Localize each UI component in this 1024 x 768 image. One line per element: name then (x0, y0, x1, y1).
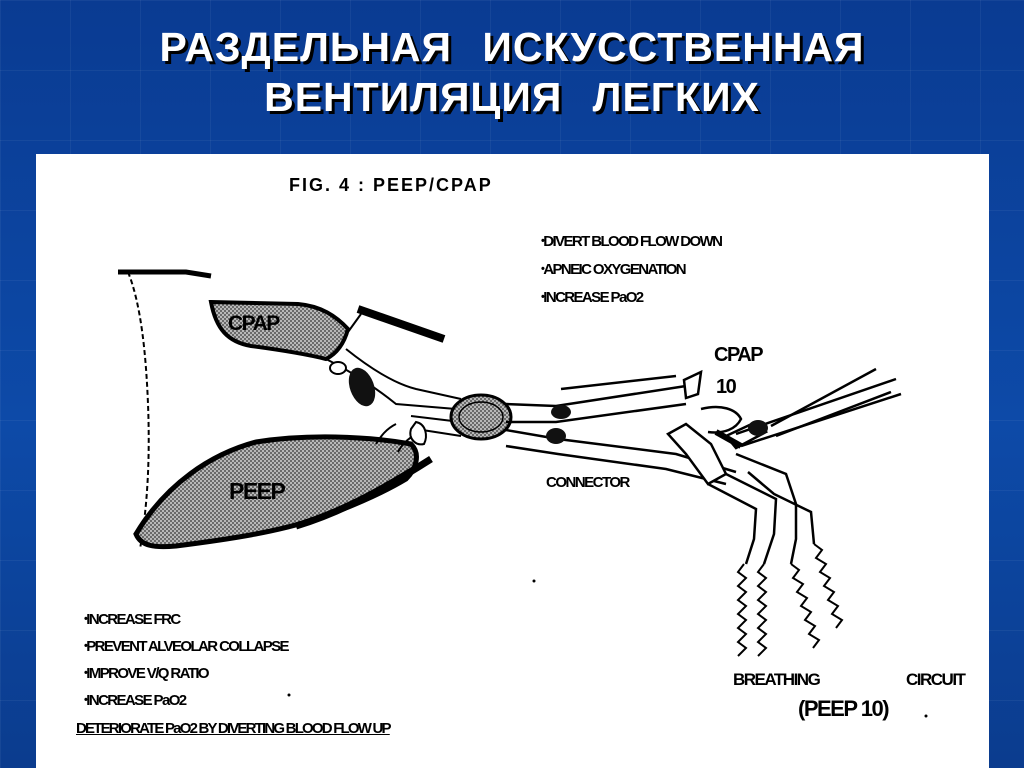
bronchial-cuff-upper (348, 367, 376, 407)
figure-panel: FIG. 4 : PEEP/CPAP DIVERT BLOOD FLOW DOW… (36, 154, 989, 768)
slide-title: РАЗДЕЛЬНАЯ ИСКУССТВЕННАЯ ВЕНТИЛЯЦИЯ ЛЕГК… (0, 22, 1024, 122)
list-item: PREVENT ALVEOLAR COLLAPSE (84, 633, 289, 660)
corrugated-hose-right (790, 543, 844, 649)
slide-title-line-2: ВЕНТИЛЯЦИЯ ЛЕГКИХ (264, 74, 760, 120)
cpap-effects-list: DIVERT BLOOD FLOW DOWN APNEIC OXYGENATIO… (541, 228, 723, 312)
label-connector: CONNECTOR (546, 474, 630, 491)
list-item: INCREASE PaO2 (84, 687, 288, 714)
cpap-clamp-bar (356, 305, 446, 343)
peep-effects-list: INCREASE FRC PREVENT ALVEOLAR COLLAPSE I… (84, 606, 289, 714)
chest-wall (118, 269, 212, 550)
label-cpap10-line2: 10 (716, 376, 737, 398)
list-item: INCREASE FRC (84, 606, 288, 633)
corrugated-hose-left (736, 563, 768, 657)
list-item: INCREASE PaO2 (541, 284, 721, 312)
label-cpap10-line1: CPAP (714, 344, 764, 366)
list-item: IMPROVE V/Q RATIO (84, 660, 288, 687)
small-cuff-left (329, 361, 347, 375)
cpap-lung (208, 299, 351, 362)
slide-title-line-1: РАЗДЕЛЬНАЯ ИСКУССТВЕННАЯ (159, 24, 865, 70)
label-peep10: (PEEP 10) (798, 696, 890, 721)
list-item: DIVERT BLOOD FLOW DOWN (541, 228, 723, 256)
label-cpap-lung: CPAP (228, 312, 280, 335)
label-breathing: BREATHING (733, 670, 821, 689)
list-item: APNEIC OXYGENATION (541, 256, 721, 284)
label-peep-lung: PEEP (229, 478, 286, 504)
figure-title: FIG. 4 : PEEP/CPAP (289, 175, 493, 195)
ventilation-diagram (118, 269, 928, 718)
deteriorate-note: DETERIORATE PaO2 BY DIVERTING BLOOD FLOW… (76, 720, 392, 737)
label-circuit: CIRCUIT (906, 670, 966, 689)
breathing-circuit (707, 452, 816, 565)
